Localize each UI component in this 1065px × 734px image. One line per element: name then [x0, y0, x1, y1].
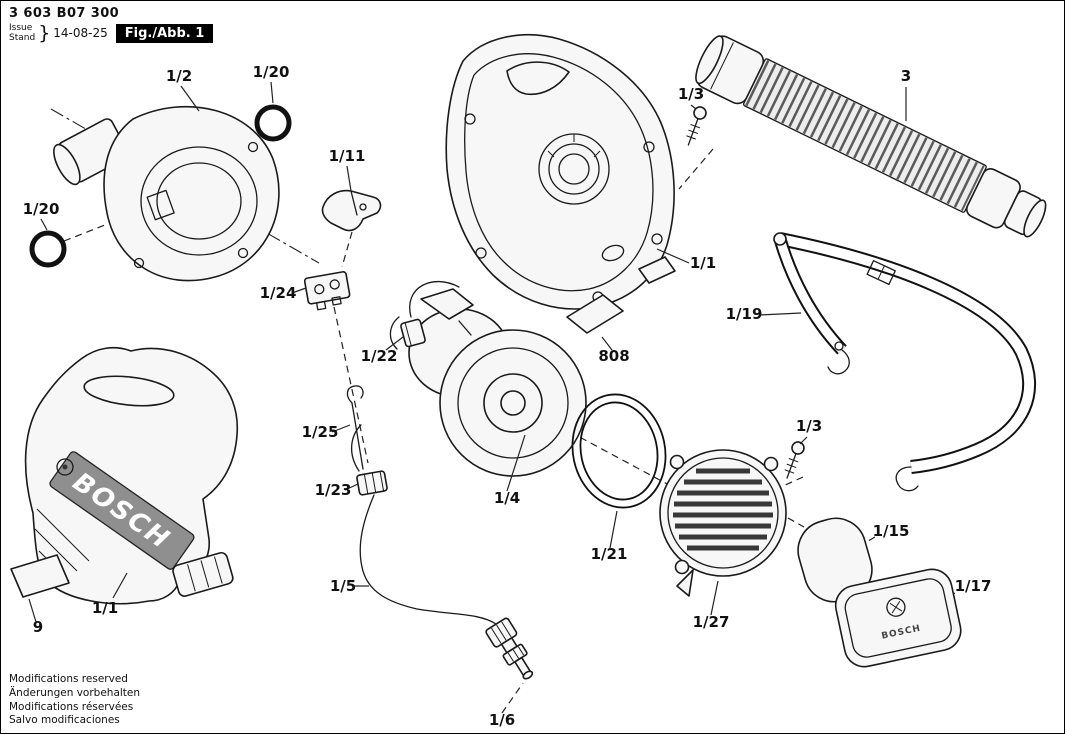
part-label-1-21: 1/21: [591, 545, 628, 563]
part-label-1-22: 1/22: [361, 347, 398, 365]
part-label-9: 9: [33, 618, 43, 636]
part-switch: [303, 271, 351, 311]
part-screw-top: [686, 106, 707, 146]
figure-label: Fig./Abb. 1: [115, 23, 214, 43]
part-flexible-hose: [695, 35, 1047, 238]
part-label-1-19: 1/19: [726, 305, 763, 323]
part-label-1-6: 1/6: [489, 711, 515, 729]
document-number: 3 603 B07 300: [9, 6, 120, 21]
part-oring-large: [571, 393, 667, 509]
part-label-1-11: 1/11: [329, 147, 366, 165]
note-de: Änderungen vorbehalten: [9, 687, 141, 700]
part-cable: [361, 566, 497, 625]
part-motor-turbine: [408, 280, 587, 477]
part-label-1-17: 1/17: [955, 577, 992, 595]
issue-date: 14-08-25: [53, 26, 108, 40]
part-label-808: 808: [598, 347, 629, 365]
note-es: Salvo modificaciones: [9, 714, 120, 727]
part-label-1-1-body: 1/1: [92, 599, 118, 617]
legal-notes: Modifications reserved Änderungen vorbeh…: [9, 673, 140, 728]
part-contact-wire: [346, 385, 364, 470]
note-fr: Modifications réservées: [9, 700, 134, 713]
part-main-body: BOSCH: [24, 346, 239, 605]
part-label-1-24: 1/24: [260, 284, 297, 302]
stand-label: Stand: [9, 33, 36, 43]
part-shoulder-strap: [773, 232, 1037, 492]
part-logo-cover: BOSCH: [834, 568, 962, 668]
issue-label: Issue: [9, 22, 33, 33]
note-en: Modifications reserved: [9, 673, 128, 686]
part-label-3: 3: [901, 67, 911, 85]
part-label-1-27: 1/27: [693, 613, 730, 631]
part-fan-grille: [659, 449, 787, 597]
brace-glyph: }: [38, 22, 51, 44]
part-label-1-5: 1/5: [330, 577, 356, 595]
part-housing-shell: [445, 33, 676, 310]
part-motor-housing-cup: [53, 106, 280, 282]
part-oring-small-top: [254, 104, 292, 142]
part-label-1-23: 1/23: [315, 481, 352, 499]
leader-lines: [28, 81, 907, 623]
part-labels: 1/2 1/20 1/20 1/11 1/24 1/22 1/25 1/23 1…: [23, 63, 992, 729]
title-block: 3 603 B07 300 Issue Stand } 14-08-25 Fig…: [9, 6, 214, 44]
part-label-sticker-9: [10, 554, 70, 598]
bosch-roundel-icon: [56, 458, 74, 476]
part-label-1-3-mid: 1/3: [796, 417, 822, 435]
part-label-1-3-top: 1/3: [678, 85, 704, 103]
issue-row: Issue Stand } 14-08-25 Fig./Abb. 1: [9, 22, 214, 44]
part-label-1-4: 1/4: [494, 489, 520, 507]
part-label-1-1-top: 1/1: [690, 254, 716, 272]
part-label-1-15: 1/15: [873, 522, 910, 540]
part-connector-block: [351, 424, 388, 568]
part-wire-clamp: [389, 316, 426, 350]
issue-stand-labels: Issue Stand: [9, 23, 35, 44]
part-label-1-2: 1/2: [166, 67, 192, 85]
part-label-1-25: 1/25: [302, 423, 339, 441]
part-oring-small-left: [29, 230, 67, 268]
part-label-1-20-left: 1/20: [23, 200, 60, 218]
part-label-sticker-808: [566, 294, 624, 334]
part-screw-mid: [784, 441, 805, 479]
part-clip: [321, 189, 382, 232]
part-label-1-20-top: 1/20: [253, 63, 290, 81]
part-plug: [485, 617, 534, 680]
